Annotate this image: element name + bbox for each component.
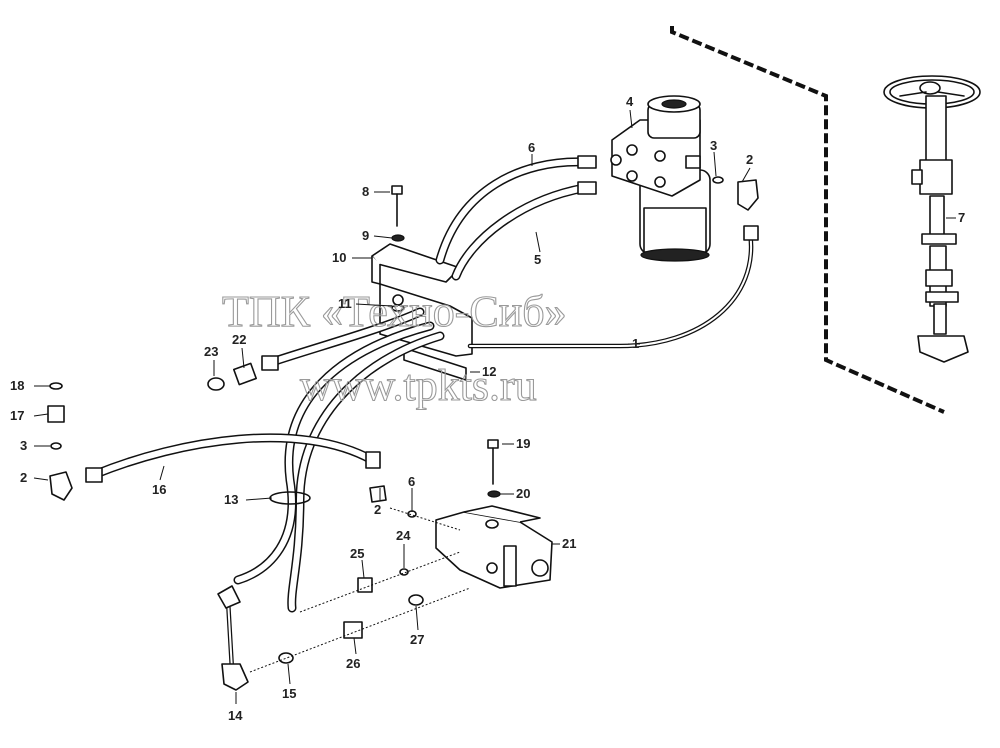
dashed-boundary (670, 26, 945, 414)
callout-3: 3 (20, 438, 27, 453)
callout-2: 2 (20, 470, 27, 485)
callout-8: 8 (362, 184, 369, 199)
callout-11: 11 (338, 296, 352, 311)
elbow-fitting-2-valve (369, 485, 417, 518)
callout-26: 26 (346, 656, 360, 671)
bolt-part-8 (391, 185, 405, 312)
callout-7: 7 (958, 210, 965, 225)
callout-25: 25 (350, 546, 364, 561)
callout-27: 27 (410, 632, 424, 647)
hose-part-6 (435, 155, 597, 265)
callout-labels: 1 2 2 2 3 3 4 5 6 6 7 8 9 10 11 12 13 14… (10, 94, 965, 723)
fitting-part-22 (207, 362, 257, 391)
callout-13: 13 (224, 492, 238, 507)
elbow-fitting-part-14 (217, 585, 294, 691)
callout-2: 2 (374, 502, 381, 517)
callout-18: 18 (10, 378, 24, 393)
steering-column-part-7 (883, 75, 981, 363)
hose-part-5 (451, 181, 597, 281)
callout-22: 22 (232, 332, 246, 347)
callout-24: 24 (396, 528, 411, 543)
bolt-part-19 (487, 439, 501, 498)
callout-14: 14 (228, 708, 243, 723)
alignment-lines (249, 507, 471, 673)
callout-6: 6 (408, 474, 415, 489)
callout-6: 6 (528, 140, 535, 155)
hose-part-16 (85, 433, 381, 483)
hose-to-fitting-22 (261, 307, 425, 371)
valve-block-part-21 (435, 505, 553, 589)
callout-4: 4 (626, 94, 634, 109)
elbow-fitting-2-left (49, 471, 73, 501)
callout-23: 23 (204, 344, 218, 359)
hose-group-part-13 (233, 321, 445, 613)
callout-1: 1 (632, 336, 639, 351)
callout-3: 3 (710, 138, 717, 153)
callout-10: 10 (332, 250, 346, 265)
callout-15: 15 (282, 686, 296, 701)
callout-20: 20 (516, 486, 530, 501)
callout-19: 19 (516, 436, 530, 451)
callout-16: 16 (152, 482, 166, 497)
leader-lines (33, 109, 956, 704)
elbow-fitting-2-top (712, 176, 759, 211)
callout-9: 9 (362, 228, 369, 243)
callout-2: 2 (746, 152, 753, 167)
steering-pump-part-4 (610, 95, 711, 262)
watermark-url: www.tpkts.ru (300, 361, 537, 410)
fitting-part-17 (47, 382, 65, 450)
watermark-company: ТПК «Техно-Сиб» (222, 287, 567, 336)
callout-17: 17 (10, 408, 24, 423)
callout-12: 12 (482, 364, 496, 379)
callout-21: 21 (562, 536, 576, 551)
callout-5: 5 (534, 252, 541, 267)
tube-part-1 (467, 225, 759, 349)
